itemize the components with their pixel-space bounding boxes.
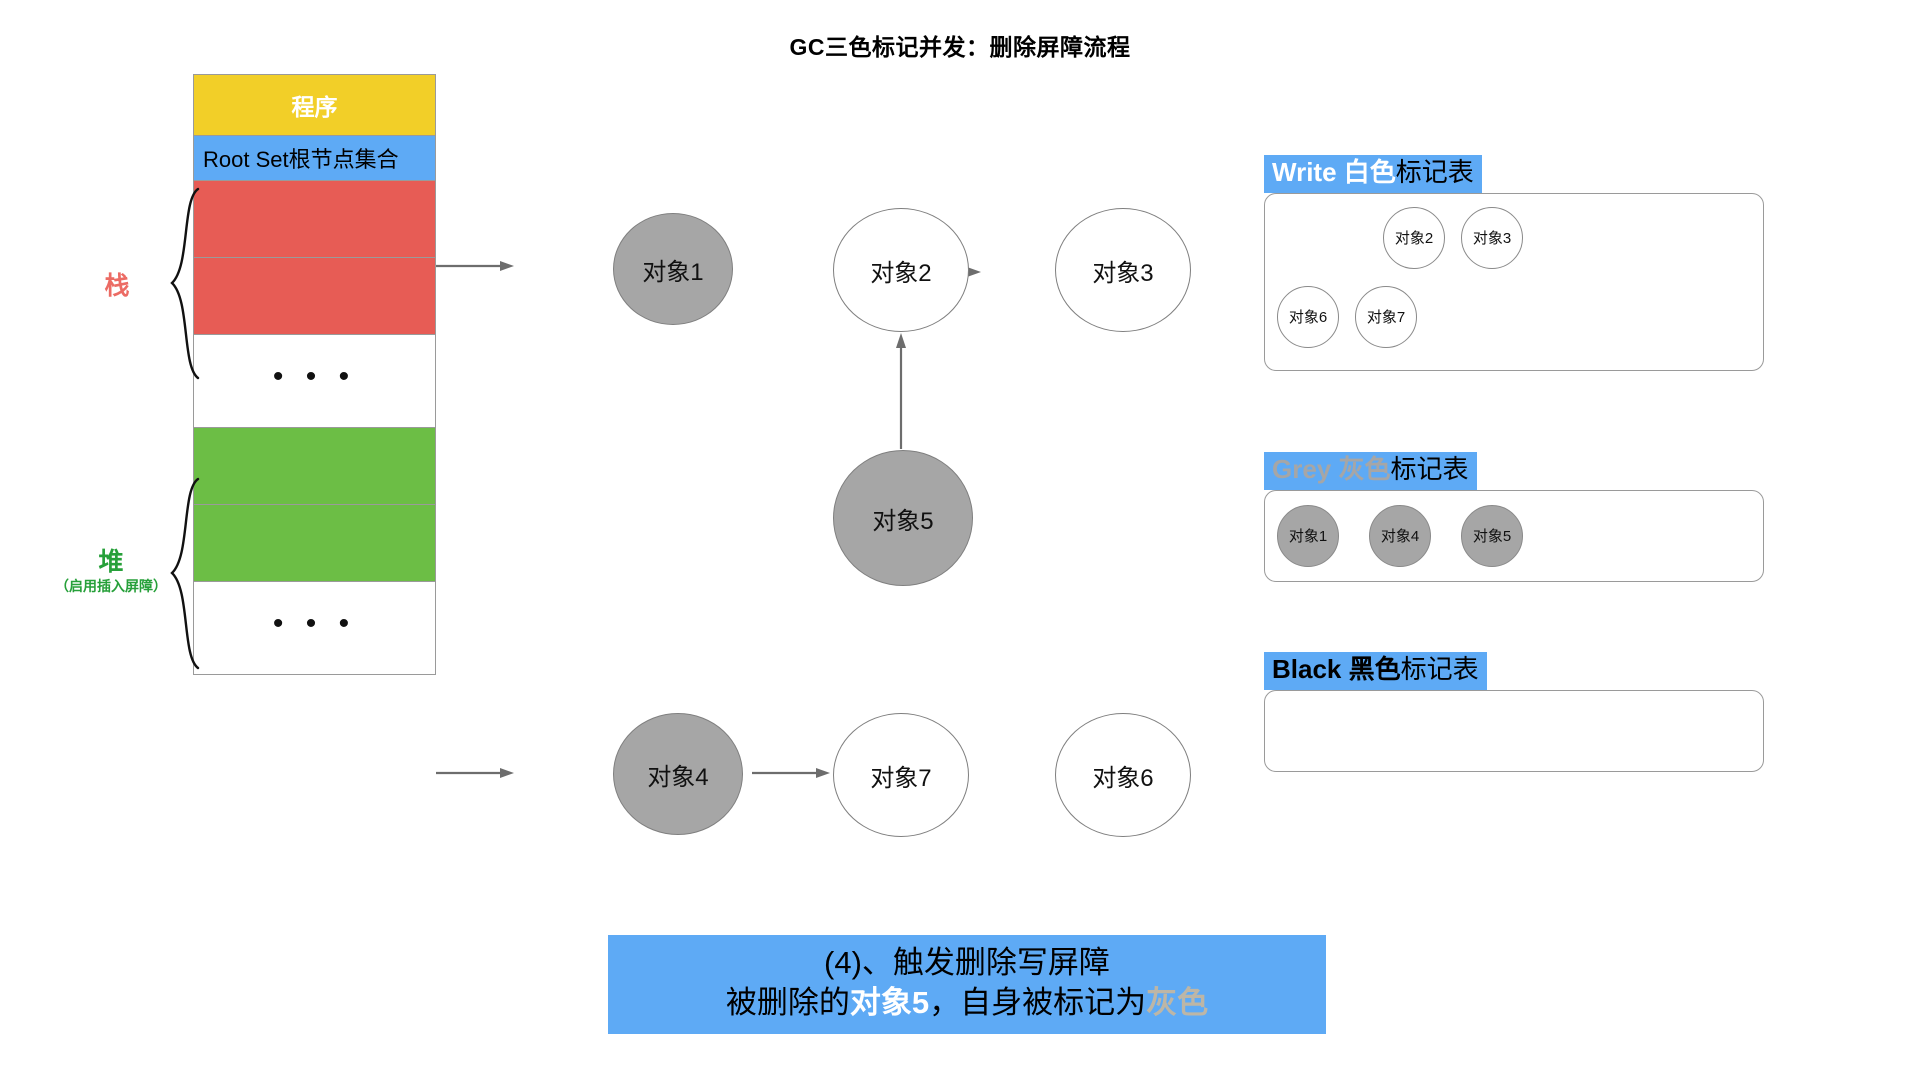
node-obj1[interactable]: 对象1 [613,213,733,325]
black-table-header-tail: 标记表 [1400,654,1479,684]
chip-label: 对象6 [1288,309,1328,327]
node-obj3[interactable]: 对象3 [1055,208,1191,332]
memory-column: 程序 Root Set根节点集合 • • • • • • [193,74,436,675]
node-label: 对象3 [1092,259,1154,287]
black-mark-table: Black 黑色标记表 [1264,652,1764,772]
chip-white-3[interactable]: 对象7 [1355,285,1417,348]
program-label: 程序 [291,94,338,120]
caption-line-1: (4)、触发删除写屏障 [824,945,1110,980]
memory-row-heap-1 [193,427,436,505]
ellipsis-dots: • • • [272,607,357,640]
chip-label: 对象3 [1472,230,1512,248]
black-table-header-color: 黑色 [1348,654,1401,684]
node-obj2[interactable]: 对象2 [833,208,969,332]
caption-line2-strong: 对象5 [849,985,930,1021]
edge-rootset-to-obj1 [436,261,514,271]
chip-grey-1[interactable]: 对象4 [1369,504,1431,567]
edge-obj5-to-obj2 [896,333,906,449]
black-table-header-en: Black [1272,654,1342,684]
chip-label: 对象5 [1472,528,1512,546]
node-label: 对象5 [872,507,934,535]
node-obj7[interactable]: 对象7 [833,713,969,837]
node-label: 对象1 [642,258,704,286]
memory-row-heap-2 [193,504,436,582]
caption-line-2: 被删除的对象5，自身被标记为灰色 [608,983,1326,1023]
memory-row-stack-ellipsis: • • • [193,334,436,428]
white-table-header-en: Write [1272,157,1337,187]
node-label: 对象6 [1092,764,1154,792]
memory-row-stack-2 [193,257,436,335]
node-obj4[interactable]: 对象4 [613,713,743,835]
white-mark-table-body: 对象2 对象3 对象6 对象7 [1264,192,1764,371]
chip-grey-0[interactable]: 对象1 [1277,504,1339,567]
chip-label: 对象4 [1380,528,1420,546]
chip-white-1[interactable]: 对象3 [1461,206,1523,269]
heap-label: 堆 [98,548,124,576]
grey-mark-table-header: Grey 灰色标记表 [1264,452,1477,490]
edge-obj4-to-obj7 [752,768,830,778]
black-mark-table-body [1264,689,1764,772]
caption-line2-mid: ，自身被标记为 [929,985,1147,1021]
root-set-label: Root Set根节点集合 [203,147,399,172]
node-obj5[interactable]: 对象5 [833,450,973,586]
chip-white-0[interactable]: 对象2 [1383,206,1445,269]
grey-mark-table-body: 对象1 对象4 对象5 [1264,489,1764,582]
node-label: 对象4 [647,763,709,791]
black-mark-table-header: Black 黑色标记表 [1264,652,1487,690]
memory-row-program: 程序 [193,74,436,136]
white-mark-table-header: Write 白色标记表 [1264,155,1482,193]
chip-white-2[interactable]: 对象6 [1277,285,1339,348]
node-label: 对象7 [870,764,932,792]
caption-box: (4)、触发删除写屏障 被删除的对象5，自身被标记为灰色 [608,935,1326,1034]
page-title: GC三色标记并发：删除屏障流程 [789,34,1131,60]
node-label: 对象2 [870,259,932,287]
chip-label: 对象7 [1366,309,1406,327]
memory-row-rootset: Root Set根节点集合 [193,135,436,181]
grey-table-header-color: 灰色 [1338,454,1391,484]
stack-label: 栈 [104,272,130,300]
edge-rootset-to-obj4 [436,768,514,778]
caption-line2-grey: 灰色 [1146,985,1209,1021]
white-table-header-color: 白色 [1343,157,1396,187]
heap-sublabel: （启用插入屏障） [55,578,167,594]
grey-table-header-tail: 标记表 [1390,454,1469,484]
memory-row-stack-1 [193,180,436,258]
stack-brace [170,187,200,380]
heap-brace [170,477,200,670]
grey-mark-table: Grey 灰色标记表 对象1 对象4 对象5 [1264,452,1764,582]
chip-label: 对象1 [1288,528,1328,546]
memory-row-heap-ellipsis: • • • [193,581,436,675]
chip-label: 对象2 [1394,230,1434,248]
ellipsis-dots: • • • [272,360,357,393]
white-table-header-tail: 标记表 [1395,157,1474,187]
grey-table-header-en: Grey [1272,454,1332,484]
chip-grey-2[interactable]: 对象5 [1461,504,1523,567]
node-obj6[interactable]: 对象6 [1055,713,1191,837]
white-mark-table: Write 白色标记表 对象2 对象3 对象6 对象7 [1264,155,1764,371]
caption-line2-pre: 被删除的 [725,985,850,1021]
